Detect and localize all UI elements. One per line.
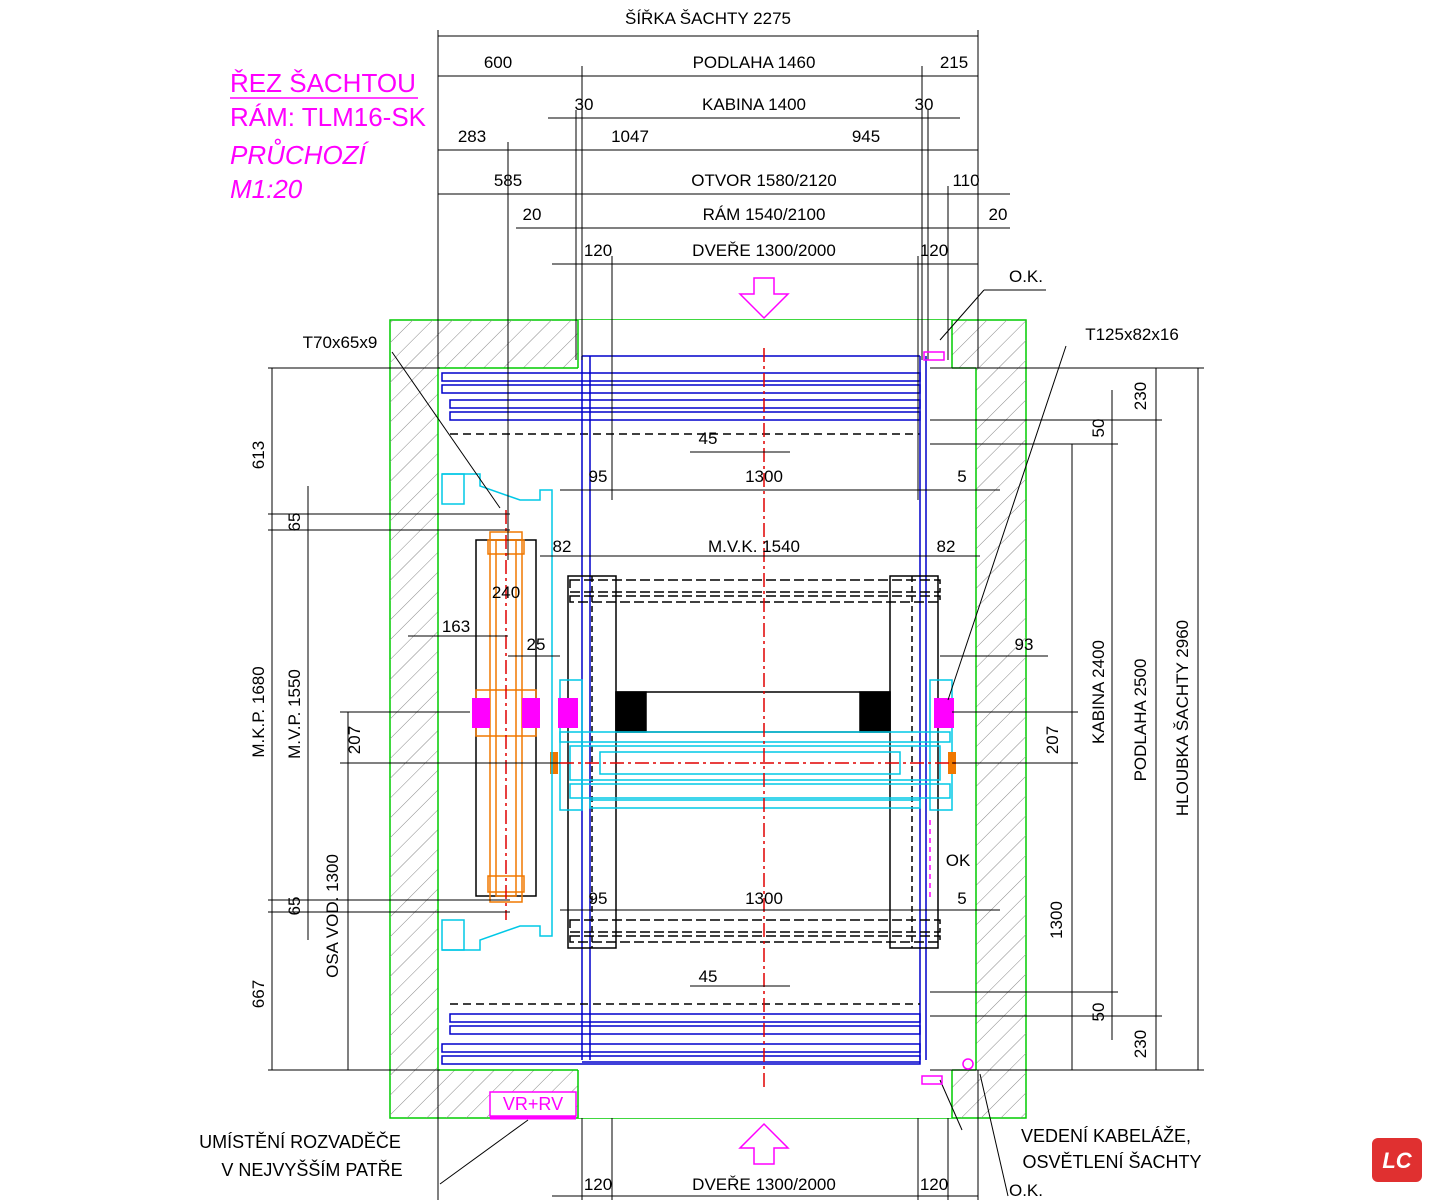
control-panel-box: VR+RV [489, 1091, 577, 1120]
dim-163: 163 [442, 617, 470, 636]
panel-note-line-2: V NEJVYŠŠÍM PATŘE [221, 1159, 402, 1180]
dim-50-top: 50 [1089, 419, 1108, 438]
dim-95-top: 95 [589, 467, 608, 486]
dim-110: 110 [952, 171, 979, 190]
dim-65-top: 65 [285, 513, 304, 532]
dim-frame: RÁM 1540/2100 [703, 205, 826, 224]
lc-logo: LC [1372, 1138, 1422, 1182]
dim-doors-top: DVEŘE 1300/2000 [692, 241, 836, 260]
center-axes [505, 348, 956, 1090]
dim-mkp: M.K.P. 1680 [249, 666, 268, 757]
dim-1300-bottom: 1300 [745, 889, 783, 908]
dim-45-bottom: 45 [699, 967, 718, 986]
dim-5-bottom: 5 [957, 889, 966, 908]
dim-230-bottom: 230 [1131, 1030, 1150, 1058]
dim-20-right: 20 [989, 205, 1008, 224]
title-line-1: ŘEZ ŠACHTOU [230, 68, 416, 98]
dim-945: 945 [852, 127, 880, 146]
dim-120-right: 120 [920, 241, 948, 260]
panel-note-line-1: UMÍSTĚNÍ ROZVADĚČE [199, 1131, 401, 1152]
dim-230-top: 230 [1131, 382, 1150, 410]
cable-note-line-1: VEDENÍ KABELÁŽE, [1021, 1126, 1191, 1146]
dim-1047: 1047 [611, 127, 649, 146]
title-line-3: PRŮCHOZÍ [230, 138, 370, 170]
title-line-2: RÁM: TLM16-SK [230, 102, 427, 132]
dim-30-left: 30 [575, 95, 594, 114]
dim-207-right: 207 [1043, 726, 1062, 754]
dim-25: 25 [527, 635, 546, 654]
drawing-title: ŘEZ ŠACHTOU RÁM: TLM16-SK PRŮCHOZÍ M1:20 [230, 68, 427, 204]
dim-82-right: 82 [937, 537, 956, 556]
dim-1300-right: 1300 [1047, 901, 1066, 939]
dim-120-bottom-right: 120 [920, 1175, 948, 1194]
dim-65-bottom: 65 [285, 897, 304, 916]
dim-shaft-width: ŠÍŘKA ŠACHTY 2275 [625, 9, 791, 28]
dim-osa-vod: OSA VOD. 1300 [323, 854, 342, 978]
dim-600: 600 [484, 53, 512, 72]
right-dimension-labels: 230 50 KABINA 2400 PODLAHA 2500 HLOUBKA … [1047, 382, 1192, 1058]
shaft-walls [389, 319, 1027, 1119]
dim-floor-width: PODLAHA 1460 [693, 53, 816, 72]
profile-right-label: T125x82x16 [1085, 325, 1179, 344]
ok-label-inner: OK [946, 851, 971, 870]
title-line-4: M1:20 [230, 174, 303, 204]
logo-text: LC [1382, 1148, 1412, 1173]
bottom-labels: UMÍSTĚNÍ ROZVADĚČE V NEJVYŠŠÍM PATŘE 120… [199, 1126, 1201, 1200]
cable-note-line-2: OSVĚTLENÍ ŠACHTY [1022, 1151, 1201, 1172]
dim-30-right: 30 [915, 95, 934, 114]
dim-585: 585 [494, 171, 522, 190]
inner-dimension-labels: T70x65x9 T125x82x16 45 95 1300 5 82 M.V.… [303, 325, 1179, 986]
dim-93: 93 [1015, 635, 1034, 654]
dimension-lines [268, 30, 1204, 1200]
dim-5-top: 5 [957, 467, 966, 486]
dim-cabin-width: KABINA 1400 [702, 95, 806, 114]
dim-20-left: 20 [523, 205, 542, 224]
top-landing-doors [441, 355, 927, 1060]
top-dimension-labels: ŠÍŘKA ŠACHTY 2275 600 PODLAHA 1460 215 3… [458, 9, 1043, 286]
dim-mvk: M.V.K. 1540 [708, 537, 800, 556]
dim-floor-depth: PODLAHA 2500 [1131, 659, 1150, 782]
dim-120-bottom-left: 120 [584, 1175, 612, 1194]
car-frame [567, 575, 941, 949]
ok-markers [921, 351, 974, 1085]
dim-50-bottom: 50 [1089, 1003, 1108, 1022]
dim-shaft-depth: HLOUBKA ŠACHTY 2960 [1173, 620, 1192, 816]
dim-95-bottom: 95 [589, 889, 608, 908]
left-dimension-labels: 613 65 M.K.P. 1680 M.V.P. 1550 OSA VOD. … [249, 441, 342, 1008]
dim-120-left: 120 [584, 241, 612, 260]
dim-1300-top: 1300 [745, 467, 783, 486]
dim-mvp: M.V.P. 1550 [285, 669, 304, 759]
dim-doors-bottom: DVEŘE 1300/2000 [692, 1175, 836, 1194]
door-arrows [738, 277, 790, 1165]
dim-82-left: 82 [553, 537, 572, 556]
dim-613: 613 [249, 441, 268, 469]
dim-45-top: 45 [699, 429, 718, 448]
dim-240: 240 [492, 583, 520, 602]
dim-cabin-depth: KABINA 2400 [1089, 640, 1108, 744]
ok-label-top: O.K. [1009, 267, 1043, 286]
ok-label-bottom: O.K. [1009, 1181, 1043, 1200]
dim-215: 215 [940, 53, 968, 72]
dim-283: 283 [458, 127, 486, 146]
bottom-landing-doors [441, 1003, 921, 1065]
vr-rv-label: VR+RV [503, 1094, 563, 1114]
dim-opening: OTVOR 1580/2120 [691, 171, 837, 190]
profile-left-label: T70x65x9 [303, 333, 378, 352]
dim-667: 667 [249, 980, 268, 1008]
dim-207-left: 207 [345, 726, 364, 754]
